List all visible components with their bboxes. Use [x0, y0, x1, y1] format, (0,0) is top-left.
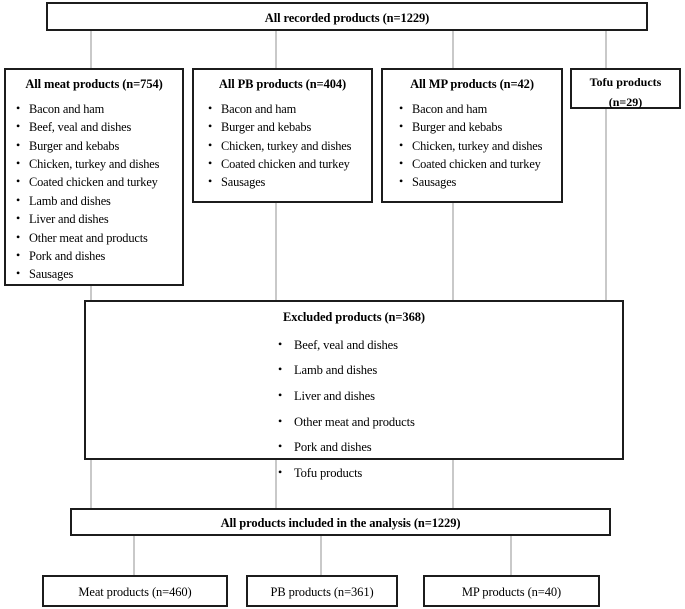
outcome-meat-products-box: Meat products (n=460)	[42, 575, 228, 607]
list-item: Beef, veal and dishes	[16, 120, 182, 133]
list-item: Pork and dishes	[16, 249, 182, 262]
outcome-mp-products-label: MP products (n=40)	[461, 585, 562, 599]
list-item: Coated chicken and turkey	[399, 157, 561, 170]
list-item: Chicken, turkey and dishes	[16, 157, 182, 170]
all-mp-products-list: Bacon and ham Burger and kebabs Chicken,…	[399, 102, 561, 189]
all-pb-products-list: Bacon and ham Burger and kebabs Chicken,…	[208, 102, 371, 189]
all-recorded-products-title: All recorded products (n=1229)	[264, 11, 430, 25]
list-item: Sausages	[399, 175, 561, 188]
outcome-mp-products-box: MP products (n=40)	[423, 575, 600, 607]
all-pb-products-box: All PB products (n=404) Bacon and ham Bu…	[192, 68, 373, 203]
tofu-products-title: Tofu products	[589, 75, 662, 89]
connector-top-to-mp	[452, 31, 454, 68]
list-item: Chicken, turkey and dishes	[399, 139, 561, 152]
list-item: Beef, veal and dishes	[276, 338, 622, 352]
connector-top-to-tofu	[605, 31, 607, 68]
list-item: Coated chicken and turkey	[208, 157, 371, 170]
list-item: Bacon and ham	[208, 102, 371, 115]
all-pb-products-title: All PB products (n=404)	[218, 77, 347, 91]
list-item: Lamb and dishes	[16, 194, 182, 207]
all-recorded-products-box: All recorded products (n=1229)	[46, 2, 648, 31]
all-meat-products-list: Bacon and ham Beef, veal and dishes Burg…	[16, 102, 182, 281]
outcome-pb-products-label: PB products (n=361)	[270, 585, 374, 599]
connector-included-to-mp-outcome	[510, 536, 512, 575]
list-item: Bacon and ham	[399, 102, 561, 115]
connector-included-to-meat-outcome	[133, 536, 135, 575]
list-item: Burger and kebabs	[208, 120, 371, 133]
all-meat-products-box: All meat products (n=754) Bacon and ham …	[4, 68, 184, 286]
tofu-products-count: (n=29)	[608, 95, 643, 109]
list-item: Chicken, turkey and dishes	[208, 139, 371, 152]
all-products-included-box: All products included in the analysis (n…	[70, 508, 611, 536]
list-item: Other meat and products	[276, 415, 622, 429]
connector-top-to-meat	[90, 31, 92, 68]
list-item: Burger and kebabs	[16, 139, 182, 152]
outcome-pb-products-box: PB products (n=361)	[246, 575, 398, 607]
list-item: Liver and dishes	[276, 389, 622, 403]
all-mp-products-title: All MP products (n=42)	[410, 77, 534, 91]
all-mp-products-box: All MP products (n=42) Bacon and ham Bur…	[381, 68, 563, 203]
list-item: Pork and dishes	[276, 440, 622, 454]
connector-included-to-pb-outcome	[320, 536, 322, 575]
connector-mp-to-excluded	[452, 203, 454, 300]
connector-top-to-pb	[275, 31, 277, 68]
connector-excluded-to-included-left	[90, 460, 92, 508]
list-item: Tofu products	[276, 466, 622, 480]
connector-excluded-to-included-right	[452, 460, 454, 508]
list-item: Other meat and products	[16, 231, 182, 244]
outcome-meat-products-label: Meat products (n=460)	[78, 585, 192, 599]
connector-meat-to-excluded	[90, 286, 92, 300]
list-item: Bacon and ham	[16, 102, 182, 115]
connector-tofu-to-excluded	[605, 109, 607, 300]
list-item: Coated chicken and turkey	[16, 175, 182, 188]
list-item: Sausages	[208, 175, 371, 188]
list-item: Liver and dishes	[16, 212, 182, 225]
all-products-included-title: All products included in the analysis (n…	[220, 516, 461, 530]
connector-pb-to-excluded	[275, 203, 277, 300]
excluded-products-box: Excluded products (n=368) Beef, veal and…	[84, 300, 624, 479]
connector-excluded-to-included-mid	[275, 460, 277, 508]
list-item: Sausages	[16, 267, 182, 280]
excluded-products-title: Excluded products (n=368)	[283, 310, 425, 324]
list-item: Burger and kebabs	[399, 120, 561, 133]
excluded-products-list: Beef, veal and dishes Lamb and dishes Li…	[276, 338, 622, 480]
all-meat-products-title: All meat products (n=754)	[25, 77, 163, 91]
list-item: Lamb and dishes	[276, 363, 622, 377]
tofu-products-box: Tofu products (n=29)	[570, 68, 681, 109]
